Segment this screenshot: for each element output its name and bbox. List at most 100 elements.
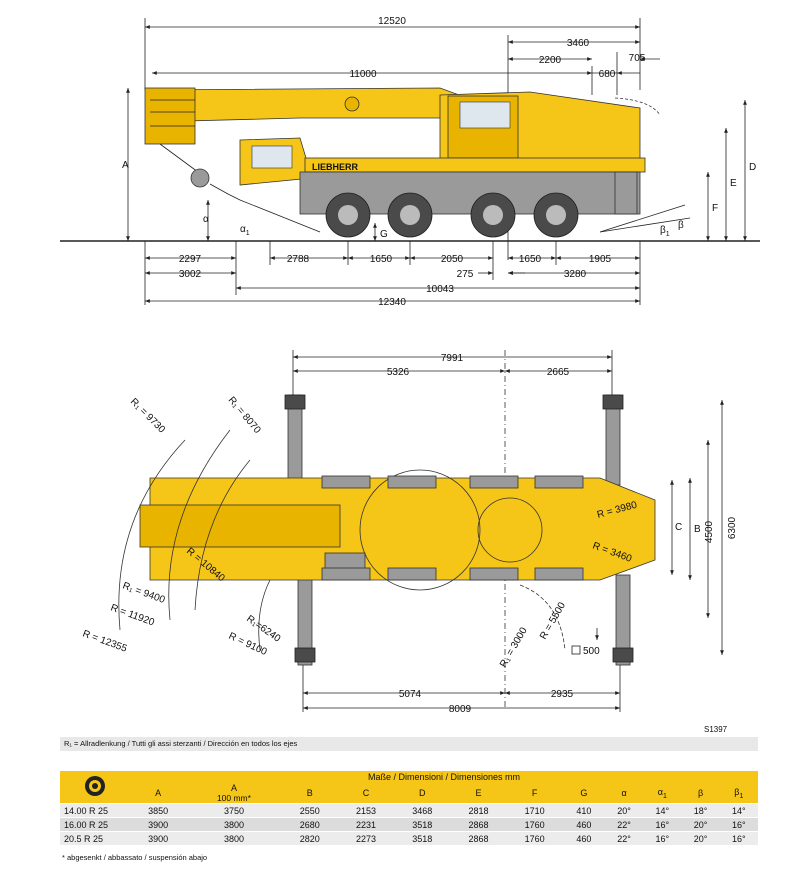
angle-beta: β [678,220,684,231]
tire-icon [85,776,105,796]
dim-10043: 10043 [426,284,454,295]
dim-5074: 5074 [399,689,422,700]
table-cell: 3800 [186,817,282,832]
radius-r-12355: R = 12355 [81,628,129,654]
dim-2665: 2665 [547,367,570,378]
table-cell: 2818 [450,803,507,818]
angle-alpha: α [203,214,209,225]
table-cell: 2550 [281,803,338,818]
dim-2050: 2050 [441,254,464,265]
boom-pivot [344,96,360,112]
table-cell: 14° [719,803,758,818]
radius-r1-3000: R₁ = 3000 [498,625,530,669]
table-cell: 20° [681,817,720,832]
column-header: α [621,788,627,798]
table-cell: 22° [604,831,644,845]
dim-1905: 1905 [589,254,612,265]
top-view: 7991 5326 2665 [81,350,738,715]
table-footnote: * abgesenkt / abbassato / suspensión aba… [62,853,208,862]
column-header: A [155,788,162,798]
radius-r1-9730: R₁ = 9730 [128,396,167,435]
radius-r-5500: R = 5500 [538,600,568,641]
table-cell: 3900 [130,817,187,832]
column-header: F [531,788,538,798]
dim-11000: 11000 [349,69,377,80]
wheels-side [325,192,579,238]
dim-1650-b: 1650 [519,254,542,265]
column-header: D [418,788,426,798]
table-cell: 18° [681,803,720,818]
table-cell: 3850 [130,803,187,818]
dim-G: G [380,229,388,240]
hook-block [190,168,210,188]
dim-705: 705 [629,53,646,64]
dim-5326: 5326 [387,367,410,378]
table-cell: 3800 [186,831,282,845]
table-cell: 3750 [186,803,282,818]
table-cell: 3518 [394,831,451,845]
dim-12520: 12520 [378,16,406,27]
boom-top [139,504,341,548]
table-cell: 2273 [337,831,395,845]
table-cell: 1760 [506,831,563,845]
dim-B: B [694,524,701,535]
table-cell: 2231 [337,817,395,832]
dim-E: E [730,178,737,189]
table-cell: 2153 [337,803,395,818]
brand-label: LIEBHERR [312,162,359,172]
turntable [477,497,543,563]
table-cell: 16° [643,831,682,845]
dim-2297: 2297 [179,254,202,265]
outrigger-rear [614,171,638,215]
column-header: β1 [734,786,744,800]
table-cell: 16° [643,817,682,832]
drawing-code: S1397 [704,725,728,734]
table-title-row: Maße / Dimensioni / Dimensiones mm [60,771,758,796]
dim-680: 680 [599,69,616,80]
radius-r-11920: R = 11920 [109,602,156,628]
table-cell: 2868 [450,831,507,845]
column-header: C [362,788,370,798]
tire-size: 14.00 R 25 [60,803,130,818]
wheels-top [321,475,584,581]
table-title: Maße / Dimensioni / Dimensiones mm [367,772,521,782]
dim-3280: 3280 [564,269,587,280]
table-cell: 14° [643,803,682,818]
steering-note: R₁ = Allradlenkung / Tutti gli assi ster… [60,737,758,751]
radius-r1-9400: R₁ = 9400 [121,580,167,606]
dim-3002: 3002 [179,269,202,280]
outriggers-top [284,394,634,666]
dim-7991: 7991 [441,353,464,364]
table-cell: 460 [562,831,605,845]
dim-pad-500: 500 [583,646,600,657]
boom-head [144,87,196,145]
dim-8009: 8009 [449,704,472,715]
table-cell: 3468 [394,803,451,818]
radius-r1-8070: R₁ = 8070 [226,395,263,436]
column-header: β [697,788,704,798]
dim-C: C [675,522,682,533]
tire-size: 16.00 R 25 [60,817,130,832]
table-cell: 20° [681,831,720,845]
table-cell: 2868 [450,817,507,832]
tire-header [60,771,130,804]
pad-square-icon [571,645,581,655]
table-cell: 3900 [130,831,187,845]
dim-2788: 2788 [287,254,310,265]
table-cell: 1710 [506,803,563,818]
table-cell: 20° [604,803,644,818]
angle-beta1: β1 [660,225,670,238]
column-header: B [306,788,313,798]
dim-1650-a: 1650 [370,254,393,265]
table-cell: 2680 [281,817,338,832]
table-cell: 3518 [394,817,451,832]
column-header: α1 [657,786,667,800]
dim-275: 275 [457,269,474,280]
table-cell: 2820 [281,831,338,845]
dim-F: F [712,203,718,214]
